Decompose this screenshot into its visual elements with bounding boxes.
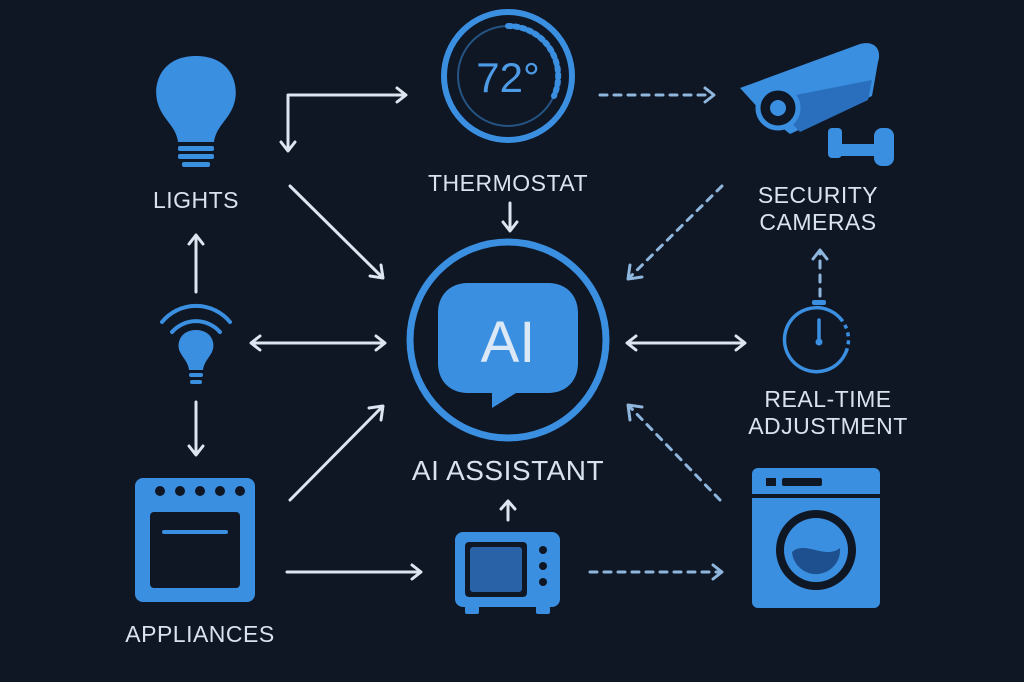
- connector-arrows: [187, 86, 747, 581]
- dashed-arrow-security-assistant: [628, 184, 724, 279]
- security-label-line1: SECURITY: [758, 182, 878, 208]
- security-camera-icon: [740, 43, 894, 166]
- wifi-bulb-icon: [160, 304, 232, 384]
- arrow-lights-thermostat: [286, 93, 407, 152]
- thermostat-label: THERMOSTAT: [428, 170, 588, 196]
- chat-bubble-icon: AI: [406, 238, 610, 442]
- security-label-line2: CAMERAS: [759, 209, 876, 235]
- washing-machine-icon: [752, 468, 880, 608]
- arrow-lights-assistant: [288, 184, 384, 279]
- appliances-label: APPLIANCES: [125, 621, 274, 647]
- assistant-label: AI ASSISTANT: [412, 455, 604, 486]
- microwave-icon: [455, 532, 560, 614]
- lightbulb-icon: [156, 56, 236, 167]
- timer-icon: [782, 300, 851, 374]
- thermostat-reading: 72°: [476, 54, 540, 101]
- realtime-label-line1: REAL-TIME: [764, 386, 891, 412]
- dashed-arrow-washer-assistant: [628, 405, 722, 502]
- lights-label: LIGHTS: [153, 187, 239, 213]
- arrow-appliances-assistant: [288, 405, 384, 502]
- realtime-label-line2: ADJUSTMENT: [748, 413, 908, 439]
- dashed-arrows: [588, 86, 829, 581]
- ai-badge-text: AI: [481, 310, 536, 375]
- thermostat-icon: 72°: [441, 9, 575, 143]
- oven-icon: [135, 478, 255, 602]
